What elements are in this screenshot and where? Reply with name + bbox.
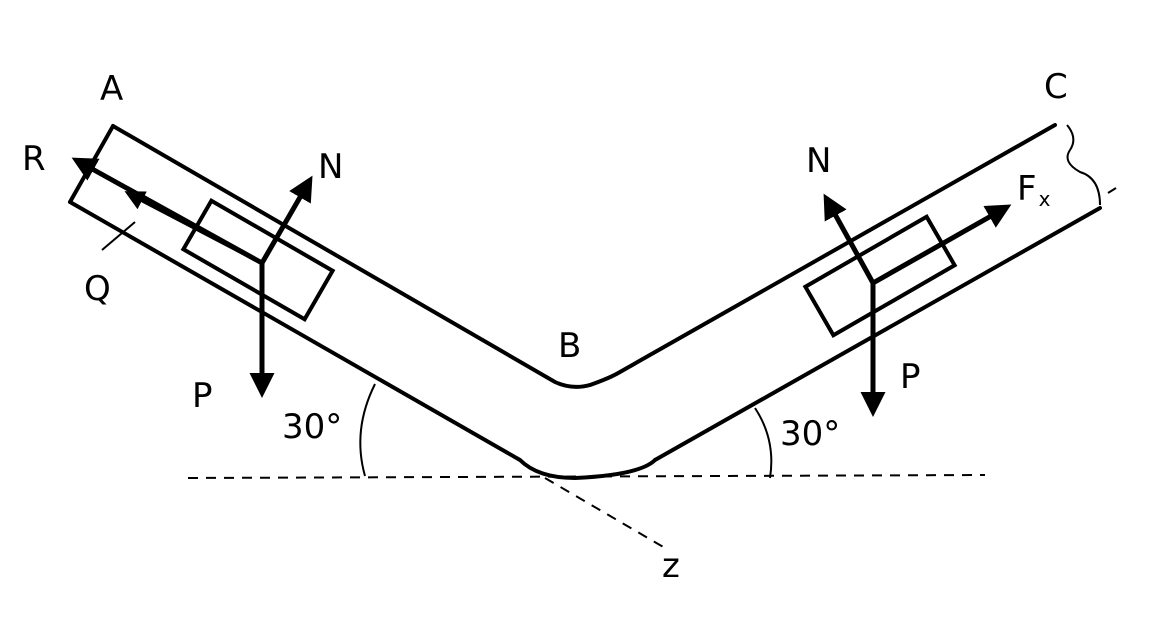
right-angle-label: 30° (780, 414, 840, 454)
right-force-F-main: F (1017, 169, 1037, 209)
z-axis-label: z (662, 546, 680, 586)
channel-right-top-wall (588, 123, 1057, 387)
left-force-R-label: R (22, 139, 46, 179)
left-forces (71, 157, 313, 398)
left-force-P-label: P (192, 376, 213, 416)
right-force-F-subscript: x (1039, 187, 1051, 211)
channel-left-end-cap (68, 124, 115, 204)
left-Q-leader-line (101, 221, 136, 251)
channel-right-bottom-wall (653, 206, 1102, 462)
right-force-N-label: N (806, 141, 831, 181)
point-B-label: B (558, 326, 581, 366)
left-force-Q-label: Q (84, 269, 111, 309)
z-axis-dashed-line (544, 477, 666, 549)
left-angle-arc (359, 383, 376, 477)
channel-break-mark (1066, 124, 1101, 206)
point-C-label: C (1044, 67, 1068, 107)
left-angle-label: 30° (282, 407, 342, 447)
left-force-Q-arrow (124, 191, 263, 265)
right-forces (823, 193, 1012, 417)
left-force-N-arrow (259, 175, 313, 265)
right-angle-arc (754, 407, 773, 479)
left-force-N-label: N (318, 147, 343, 187)
channel-left-bottom-wall (68, 200, 657, 481)
channel-outline (68, 123, 1102, 481)
channel-left-top-wall (111, 124, 592, 389)
channel-break-dash (1107, 187, 1117, 194)
right-force-P-label: P (900, 357, 921, 397)
right-force-N-arrow (823, 193, 876, 285)
right-block (802, 214, 958, 338)
point-A-label: A (100, 69, 123, 109)
right-force-F-arrow (871, 204, 1012, 286)
